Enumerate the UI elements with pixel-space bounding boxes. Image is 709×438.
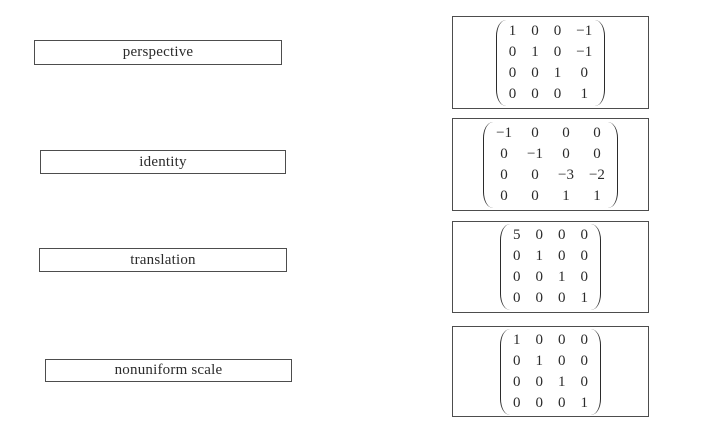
matrix-cell: 0 <box>500 145 508 162</box>
matrix-cell: 0 <box>558 394 566 411</box>
matrix-cell: 0 <box>593 145 601 162</box>
matrix-cell: 1 <box>580 290 589 306</box>
label-text: nonuniform scale <box>114 362 223 378</box>
matrix-cell: 0 <box>558 352 566 369</box>
matrix-cell: 0 <box>553 22 562 39</box>
matrix-cell: 0 <box>580 64 589 81</box>
matrix-cell: −1 <box>496 124 513 141</box>
matrix-cell: 0 <box>513 248 521 264</box>
matrix-cell: 0 <box>500 166 508 183</box>
matrix-cell: 0 <box>513 394 521 411</box>
label-text: identity <box>139 153 187 170</box>
matrix-cell: 0 <box>535 331 544 348</box>
matrix-cell: 0 <box>580 352 589 369</box>
matrix-cell: 0 <box>558 290 566 306</box>
matrix-cell: 0 <box>513 290 521 306</box>
label-text: perspective <box>122 44 194 60</box>
matrix-cell: 1 <box>513 331 521 348</box>
matrix-cell: 0 <box>531 124 539 141</box>
matrix-cell: 0 <box>558 331 566 348</box>
matrix-cell: 0 <box>508 43 517 60</box>
matrix-box-2[interactable]: −1 0 0 0 0 −1 0 0 0 0 −3 −2 0 0 1 1 <box>452 118 649 211</box>
matrix-cell: 1 <box>508 22 517 39</box>
matrix-cell: 0 <box>531 22 539 39</box>
matrix-cell: 0 <box>513 269 521 285</box>
matrix-cell: 0 <box>500 187 508 204</box>
matrix-cell: 0 <box>558 248 566 264</box>
matrix-cell: 0 <box>558 227 566 243</box>
matrix-cell: 1 <box>593 187 601 204</box>
matrix-cell: −1 <box>576 43 593 60</box>
matrix-cell: 1 <box>558 269 566 285</box>
matrix-cell: 0 <box>553 85 562 102</box>
matrix-cell: 0 <box>531 187 539 204</box>
matrix-grid: −1 0 0 0 0 −1 0 0 0 0 −3 −2 0 0 1 1 <box>496 123 605 207</box>
matrix-cell: 0 <box>508 64 517 81</box>
matrix-cell: 1 <box>531 43 539 60</box>
matrix-cell: 0 <box>580 248 589 264</box>
label-box-perspective[interactable]: perspective <box>34 40 282 65</box>
matrix-cell: 5 <box>513 227 521 243</box>
label-box-nonuniform-scale[interactable]: nonuniform scale <box>45 359 292 382</box>
matrix-cell: 0 <box>593 124 601 141</box>
matrix-cell: 0 <box>580 227 589 243</box>
matrix-cell: 0 <box>535 290 544 306</box>
matrix-cell: 0 <box>535 269 544 285</box>
matrix-cell: 0 <box>513 373 521 390</box>
matrix-cell: 1 <box>562 187 570 204</box>
matrix-cell: 0 <box>535 227 544 243</box>
label-box-translation[interactable]: translation <box>39 248 287 272</box>
matrix-cell: 0 <box>562 124 570 141</box>
matrix-cell: 1 <box>558 373 566 390</box>
matrix-cell: 1 <box>553 64 562 81</box>
matrix-cell: 1 <box>580 85 589 102</box>
matrix-cell: 0 <box>535 394 544 411</box>
matrix-cell: −2 <box>588 166 605 183</box>
matrix-cell: 0 <box>580 269 589 285</box>
matrix-cell: 0 <box>535 373 544 390</box>
matrix-cell: 0 <box>531 64 539 81</box>
matrix-cell: 0 <box>513 352 521 369</box>
matrix-cell: 0 <box>553 43 562 60</box>
matrix-cell: 0 <box>531 166 539 183</box>
matrix-cell: 1 <box>535 352 544 369</box>
matrix-cell: −1 <box>576 22 593 39</box>
matrix-cell: 0 <box>562 145 570 162</box>
matrix-cell: −3 <box>558 166 574 183</box>
matrix-2: −1 0 0 0 0 −1 0 0 0 0 −3 −2 0 0 1 1 <box>483 121 618 209</box>
matrix-cell: 0 <box>508 85 517 102</box>
label-box-identity[interactable]: identity <box>40 150 286 174</box>
matrix-cell: 0 <box>531 85 539 102</box>
matrix-cell: 1 <box>580 394 589 411</box>
matrix-cell: 0 <box>580 331 589 348</box>
matrix-cell: 1 <box>535 248 544 264</box>
matrix-cell: −1 <box>527 145 543 162</box>
label-text: translation <box>130 251 196 268</box>
matrix-cell: 0 <box>580 373 589 390</box>
